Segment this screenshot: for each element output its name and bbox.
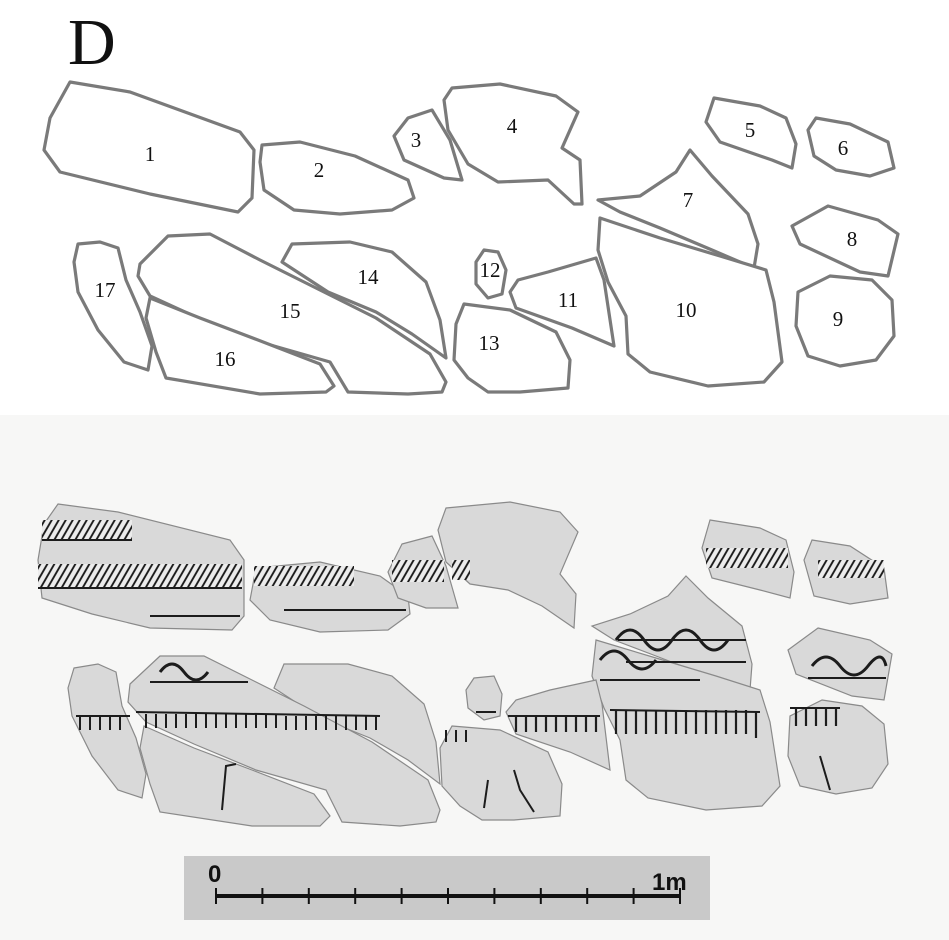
fragment-number-16: 16 xyxy=(215,347,236,371)
panel-label: D xyxy=(68,6,116,79)
fragment-number-17: 17 xyxy=(95,278,116,302)
fragment-number-12: 12 xyxy=(480,258,501,282)
hatched-band xyxy=(392,560,444,582)
fragment-number-1: 1 xyxy=(145,142,156,166)
fragment-number-4: 4 xyxy=(507,114,518,138)
fragment-number-13: 13 xyxy=(479,331,500,355)
fragment-number-15: 15 xyxy=(280,299,301,323)
fragment-number-11: 11 xyxy=(558,288,578,312)
outline-fragment-4 xyxy=(444,84,582,204)
scale-start-label: 0 xyxy=(208,861,221,888)
hatched-band xyxy=(706,548,788,568)
hatched-band xyxy=(38,564,242,588)
outline-fragment-9 xyxy=(796,276,894,366)
fragment-number-5: 5 xyxy=(745,118,756,142)
fragment-number-10: 10 xyxy=(676,298,697,322)
hatched-band xyxy=(254,566,354,586)
hatched-band xyxy=(818,560,884,578)
scale-bar: 0 1m xyxy=(184,856,710,920)
hatched-band xyxy=(42,520,132,540)
fragment-number-8: 8 xyxy=(847,227,858,251)
fragment-number-6: 6 xyxy=(838,136,849,160)
outline-fragment-17 xyxy=(74,242,152,370)
fragment-number-9: 9 xyxy=(833,307,844,331)
fragment-number-7: 7 xyxy=(683,188,694,212)
fragment-number-14: 14 xyxy=(358,265,380,289)
outline-fragment-8 xyxy=(792,206,898,276)
outline-fragment-6 xyxy=(808,118,894,176)
fragment-number-3: 3 xyxy=(411,128,422,152)
outline-diagram xyxy=(44,82,898,394)
hatched-band xyxy=(452,560,470,580)
fragment-number-2: 2 xyxy=(314,158,325,182)
scale-end-label: 1m xyxy=(652,869,687,896)
outline-fragment-2 xyxy=(260,142,414,214)
